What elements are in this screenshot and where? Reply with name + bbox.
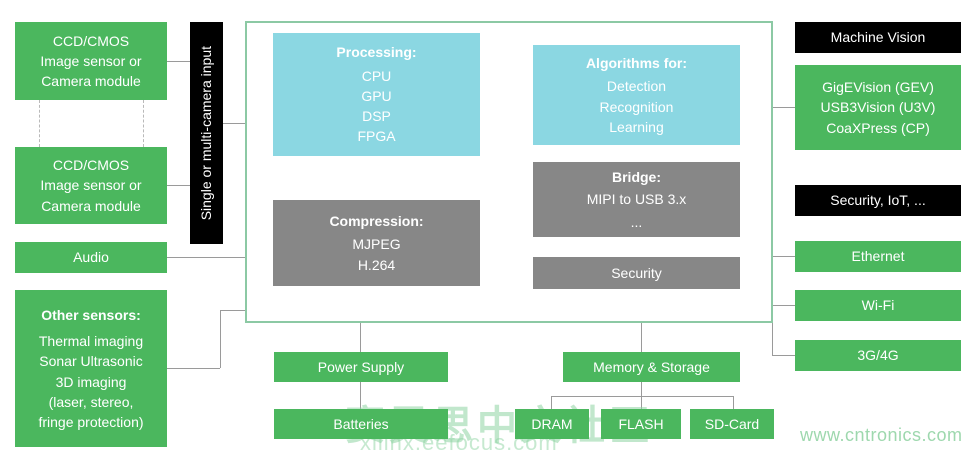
- connector-audio-to-core: [167, 257, 245, 258]
- sdcard-block[interactable]: SD-Card: [690, 409, 774, 439]
- sdcard-label: SD-Card: [704, 415, 760, 432]
- connector-core-to-wifi: [772, 305, 795, 306]
- connector-core-to-mobile: [772, 355, 795, 356]
- connector-core-to-vision: [772, 107, 795, 108]
- compression-item-h264: H.264: [357, 256, 396, 273]
- camera-input-label-block[interactable]: Single or multi-camera input: [190, 22, 223, 244]
- bridge-item-ellipsis: ...: [630, 213, 643, 230]
- compression-item-mjpeg: MJPEG: [352, 236, 401, 253]
- sensor-block-1-line2: Image sensor or: [40, 52, 142, 69]
- processing-item-gpu: GPU: [361, 87, 392, 104]
- dashed-link-right: [143, 100, 144, 147]
- audio-block[interactable]: Audio: [15, 242, 167, 273]
- other-sensors-line3: 3D imaging: [55, 373, 127, 390]
- other-sensors-line5: fringe protection): [38, 414, 144, 431]
- other-sensors-line1: Thermal imaging: [38, 332, 144, 349]
- connector-othersensors-h: [167, 368, 220, 369]
- processing-block[interactable]: Processing: CPU GPU DSP FPGA: [273, 33, 480, 156]
- power-supply-block[interactable]: Power Supply: [274, 352, 448, 382]
- connector-othersensors-to-core: [220, 310, 245, 311]
- connector-input-to-core: [223, 123, 245, 124]
- machine-vision-label: Machine Vision: [830, 29, 926, 46]
- memory-storage-block[interactable]: Memory & Storage: [563, 352, 740, 382]
- connector-core-to-ethernet: [772, 256, 795, 257]
- bridge-block[interactable]: Bridge: MIPI to USB 3.x ...: [533, 162, 740, 237]
- processing-title: Processing:: [336, 44, 417, 61]
- sensor-block-1-line1: CCD/CMOS: [52, 32, 130, 49]
- ethernet-block[interactable]: Ethernet: [795, 241, 961, 272]
- security-iot-label: Security, IoT, ...: [830, 192, 926, 209]
- security-label: Security: [611, 264, 662, 281]
- power-supply-label: Power Supply: [317, 358, 405, 375]
- mobile-network-label: 3G/4G: [857, 347, 899, 364]
- vision-standard-cxp: CoaXPress (CP): [826, 119, 930, 136]
- connector-sensor2-to-input: [167, 185, 191, 186]
- sensor-block-2[interactable]: CCD/CMOS Image sensor or Camera module: [15, 147, 167, 224]
- connector-othersensors-v: [220, 310, 221, 368]
- other-sensors-line2: Sonar Ultrasonic: [39, 353, 143, 370]
- connector-core-to-memory: [641, 322, 642, 352]
- connector-sensor1-to-input: [167, 61, 191, 62]
- camera-input-label: Single or multi-camera input: [198, 45, 215, 221]
- dram-block[interactable]: DRAM: [515, 409, 589, 439]
- processing-item-fpga: FPGA: [357, 128, 396, 145]
- flash-block[interactable]: FLASH: [601, 409, 681, 439]
- batteries-block[interactable]: Batteries: [274, 409, 448, 439]
- other-sensors-block[interactable]: Other sensors: Thermal imaging Sonar Ult…: [15, 290, 167, 447]
- dashed-link-left: [39, 100, 40, 147]
- algorithms-item-detection: Detection: [606, 78, 667, 95]
- security-block[interactable]: Security: [533, 257, 740, 289]
- audio-label: Audio: [73, 249, 109, 266]
- compression-block[interactable]: Compression: MJPEG H.264: [273, 200, 480, 286]
- dram-label: DRAM: [531, 415, 573, 432]
- vision-standard-u3v: USB3Vision (U3V): [820, 99, 936, 116]
- sensor-block-1[interactable]: CCD/CMOS Image sensor or Camera module: [15, 22, 167, 100]
- sensor-block-2-line3: Camera module: [41, 197, 141, 214]
- sensor-block-2-line2: Image sensor or: [40, 177, 142, 194]
- compression-title: Compression:: [329, 213, 424, 230]
- memory-storage-label: Memory & Storage: [593, 358, 710, 375]
- connector-core-to-power: [360, 322, 361, 352]
- processing-item-cpu: CPU: [361, 67, 392, 84]
- security-iot-header[interactable]: Security, IoT, ...: [795, 185, 961, 216]
- vision-standards-block[interactable]: GigEVision (GEV) USB3Vision (U3V) CoaXPr…: [795, 65, 961, 150]
- bridge-title: Bridge:: [612, 169, 661, 186]
- connector-memory-to-dram: [551, 396, 552, 409]
- watermark-site: www.cntronics.com: [800, 425, 963, 445]
- sensor-block-2-line1: CCD/CMOS: [52, 157, 130, 174]
- processing-item-dsp: DSP: [362, 108, 391, 125]
- vision-standard-gev: GigEVision (GEV): [822, 79, 934, 96]
- wifi-block[interactable]: Wi-Fi: [795, 290, 961, 321]
- connector-memory-bus: [551, 396, 733, 397]
- connector-power-to-batteries: [360, 382, 361, 409]
- ethernet-label: Ethernet: [851, 248, 905, 265]
- flash-label: FLASH: [618, 415, 664, 432]
- machine-vision-header[interactable]: Machine Vision: [795, 22, 961, 53]
- other-sensors-title: Other sensors:: [41, 306, 141, 323]
- sensor-block-1-line3: Camera module: [41, 73, 141, 90]
- mobile-network-block[interactable]: 3G/4G: [795, 340, 961, 371]
- algorithms-item-learning: Learning: [609, 118, 664, 135]
- algorithms-title: Algorithms for:: [585, 54, 688, 71]
- wifi-label: Wi-Fi: [861, 297, 895, 314]
- other-sensors-line4: (laser, stereo,: [48, 393, 134, 410]
- algorithms-block[interactable]: Algorithms for: Detection Recognition Le…: [533, 45, 740, 145]
- bridge-item-mipi: MIPI to USB 3.x: [586, 191, 687, 208]
- connector-memory-to-sdcard: [733, 396, 734, 409]
- algorithms-item-recognition: Recognition: [599, 98, 674, 115]
- batteries-label: Batteries: [333, 415, 389, 432]
- connector-memory-to-flash: [641, 382, 642, 409]
